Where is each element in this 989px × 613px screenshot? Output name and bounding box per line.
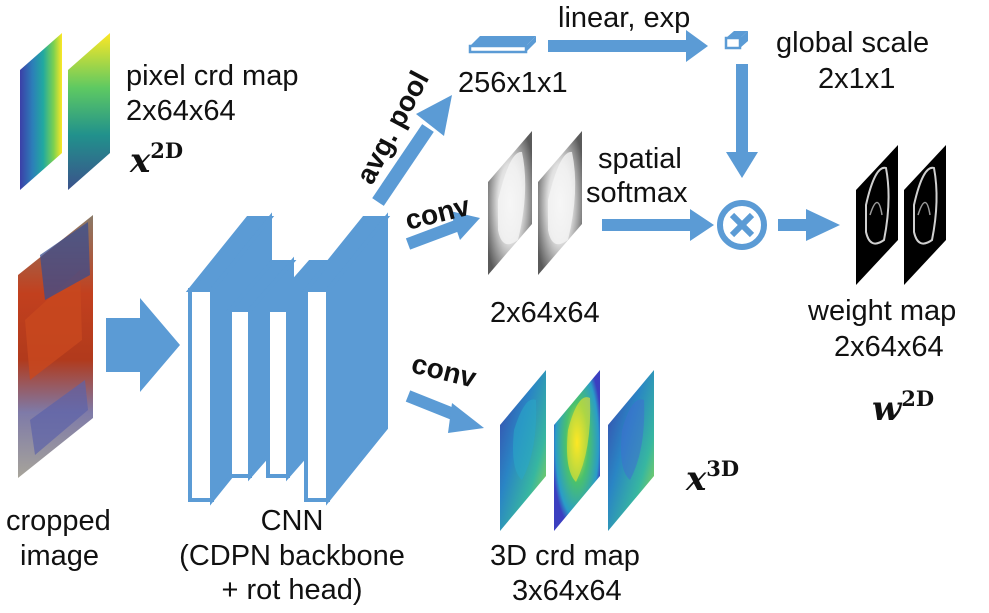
w2d-symbol: w2D <box>872 386 934 429</box>
conv-top-arrow <box>405 211 480 250</box>
coord3d-maps <box>500 370 654 531</box>
pixel-map-shape: 2x64x64 <box>126 95 236 127</box>
multiply-operator <box>717 200 767 250</box>
x3d-symbol: x3D <box>685 456 739 499</box>
mid-map-shape: 2x64x64 <box>490 297 600 329</box>
conv-bottom-label: conv <box>409 348 480 394</box>
avg-pool-arrow <box>372 95 452 206</box>
weight-map-channel-2 <box>904 145 946 285</box>
weight-map-channel-1 <box>856 145 898 285</box>
cnn-label-line3: + rot head) <box>221 574 362 606</box>
raw-weight-maps <box>488 131 582 275</box>
pooled-feature-box <box>468 36 536 54</box>
linear-exp-arrow <box>548 30 708 62</box>
pixel-map-channel-y <box>68 33 110 190</box>
global-scale-shape: 2x1x1 <box>818 63 895 95</box>
global-scale-cube <box>724 31 748 50</box>
weight-map-shape: 2x64x64 <box>834 331 944 363</box>
cnn-label-line2: (CDPN backbone <box>179 540 405 572</box>
spatial-softmax-line2: softmax <box>586 177 688 209</box>
softmax-to-multiply-arrow <box>602 209 714 241</box>
weight-maps <box>856 145 946 285</box>
linear-exp-label: linear, exp <box>558 2 690 34</box>
input-label-line1: cropped <box>6 505 111 537</box>
weight-map-label: weight map <box>807 295 956 327</box>
spatial-softmax-line1: spatial <box>598 143 682 175</box>
cnn-label-line1: CNN <box>261 505 324 537</box>
input-to-cnn-arrow <box>106 298 180 392</box>
cnn-block <box>185 212 391 506</box>
coord3d-shape: 3x64x64 <box>512 575 622 607</box>
pixel-crd-map <box>20 33 110 190</box>
pixel-map-channel-x <box>20 33 62 190</box>
cropped-image <box>18 215 93 478</box>
scale-to-multiply-arrow <box>726 64 758 178</box>
pooled-shape: 256x1x1 <box>458 67 568 99</box>
coord3d-label: 3D crd map <box>490 540 640 572</box>
multiply-to-weight-arrow <box>778 209 840 241</box>
pixel-map-label: pixel crd map <box>126 60 298 92</box>
x2d-symbol: x2D <box>129 138 183 181</box>
input-label-line2: image <box>20 540 99 572</box>
conv-bottom-arrow <box>405 390 484 433</box>
global-scale-label: global scale <box>776 27 929 59</box>
